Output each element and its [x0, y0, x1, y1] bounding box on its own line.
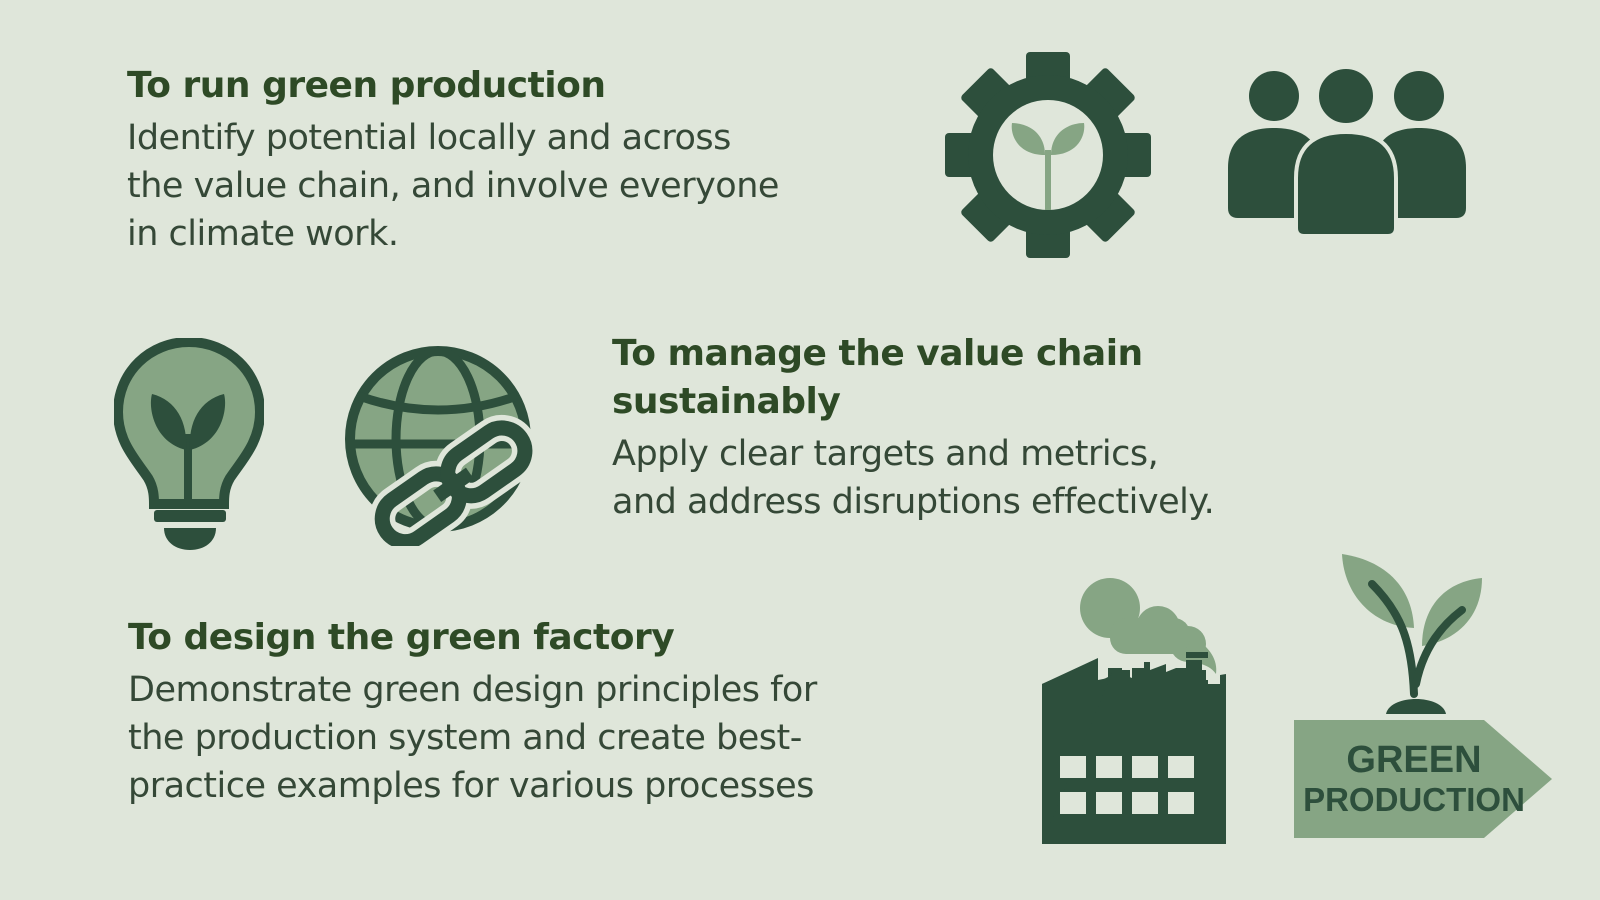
- sign-line-2: PRODUCTION: [1303, 781, 1525, 818]
- section-heading: To run green production: [127, 65, 606, 106]
- section-body: Identify potential locally and across th…: [127, 114, 887, 258]
- section-manage-value-chain: To manage the value chain sustainably Ap…: [612, 330, 1372, 526]
- section-design-green-factory: To design the green factory Demonstrate …: [128, 614, 948, 810]
- body-line: Demonstrate green design principles for: [128, 670, 817, 710]
- section-heading: To design the green factory: [128, 617, 675, 658]
- body-line: Identify potential locally and across: [127, 118, 731, 158]
- heading-line: To manage the value chain: [612, 333, 1143, 374]
- people-group-icon: [1228, 68, 1466, 238]
- sprout-icon: [1342, 554, 1482, 714]
- lightbulb-sprout-icon: [114, 338, 264, 550]
- section-run-green-production: To run green production Identify potenti…: [127, 62, 887, 258]
- section-body: Apply clear targets and metrics, and add…: [612, 430, 1372, 526]
- factory-icon: [1042, 578, 1226, 844]
- section-heading: To manage the value chain sustainably: [612, 330, 1372, 426]
- heading-line: sustainably: [612, 381, 841, 422]
- body-line: practice examples for various processes: [128, 766, 814, 806]
- body-line: the value chain, and involve everyone: [127, 166, 779, 206]
- gear-sprout-icon: [945, 52, 1151, 258]
- green-production-sign: GREEN PRODUCTION: [1294, 720, 1554, 838]
- body-line: Apply clear targets and metrics,: [612, 434, 1159, 474]
- body-line: and address disruptions effectively.: [612, 482, 1215, 522]
- globe-chain-icon: [345, 346, 538, 546]
- body-line: the production system and create best-: [128, 718, 802, 758]
- section-body: Demonstrate green design principles for …: [128, 666, 948, 810]
- body-line: in climate work.: [127, 214, 399, 254]
- sign-line-1: GREEN: [1346, 739, 1482, 781]
